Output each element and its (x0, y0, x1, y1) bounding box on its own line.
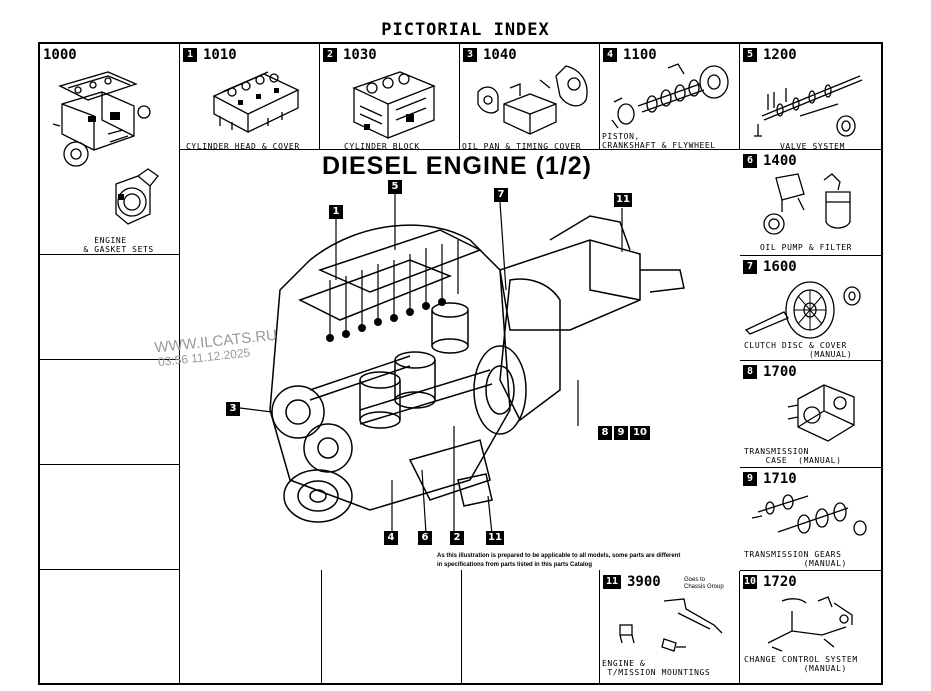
valve-system-illustration (754, 75, 863, 137)
callout-4[interactable]: 4 (384, 531, 398, 545)
section-caption: ENGINE & T/MISSION MOUNTINGS (602, 659, 711, 677)
callout-10[interactable]: 10 (630, 426, 650, 440)
section-caption: CHANGE CONTROL SYSTEM (MANUAL) (744, 655, 858, 673)
section-caption: CYLINDER HEAD & COVER (186, 142, 300, 151)
note-line-2: in specifications from parts listed in t… (437, 562, 593, 568)
section-badge: 2 (323, 48, 337, 62)
section-caption: TRANSMISSION CASE (MANUAL) (744, 447, 842, 465)
callout-2[interactable]: 2 (450, 531, 464, 545)
section-code: 1000 (43, 47, 77, 63)
section-badge: 8 (743, 365, 757, 379)
crankshaft-illustration (611, 63, 729, 129)
section-badge: 11 (603, 575, 621, 589)
oil-pump-illustration (763, 173, 851, 235)
section-badge: 3 (463, 48, 477, 62)
section-caption: PISTON, CRANKSHAFT & FLYWHEEL (602, 132, 716, 150)
empty-cell-left-5 (38, 570, 180, 685)
section-badge: 9 (743, 472, 757, 486)
callout-1[interactable]: 1 (329, 205, 343, 219)
callout-3[interactable]: 3 (226, 402, 240, 416)
empty-cell-bottom-3 (462, 570, 600, 685)
chassis-note: Goes to Chassis Group (684, 577, 724, 590)
applicability-note: As this illustration is prepared to be a… (437, 552, 680, 570)
cylinder-head-illustration (212, 71, 300, 134)
section-caption: CLUTCH DISC & COVER (MANUAL) (744, 341, 853, 359)
empty-cell-bottom-1 (180, 570, 322, 685)
cylinder-block-illustration (352, 71, 436, 140)
callout-11[interactable]: 11 (614, 193, 632, 207)
note-line-1: As this illustration is prepared to be a… (437, 553, 681, 559)
empty-cell-bottom-2 (322, 570, 462, 685)
section-caption: OIL PAN & TIMING COVER (462, 142, 582, 151)
callout-11b[interactable]: 11 (486, 531, 504, 545)
section-badge: 7 (743, 260, 757, 274)
section-caption: ENGINE & GASKET SETS (83, 236, 154, 254)
change-control-illustration (767, 596, 853, 652)
section-badge: 10 (743, 575, 757, 589)
empty-cell-left-2 (38, 255, 180, 360)
main-heading: DIESEL ENGINE (1/2) (322, 152, 592, 180)
page-title: PICTORIAL INDEX (381, 20, 550, 40)
section-caption: VALVE SYSTEM (780, 142, 845, 151)
section-1000[interactable]: 1000 ENGINE & GASKET SETS (38, 42, 180, 255)
section-caption: TRANSMISSION GEARS (MANUAL) (744, 550, 847, 568)
transmission-case-illustration (787, 384, 855, 442)
oil-pan-illustration (477, 65, 588, 135)
callout-7[interactable]: 7 (494, 188, 508, 202)
callout-9[interactable]: 9 (614, 426, 628, 440)
section-caption: OIL PUMP & FILTER (760, 243, 853, 252)
section-badge: 6 (743, 154, 757, 168)
empty-cell-left-3 (38, 360, 180, 465)
section-badge: 1 (183, 48, 197, 62)
diesel-engine-illustration (239, 194, 685, 535)
empty-cell-left-4 (38, 465, 180, 570)
clutch-disc-illustration (744, 281, 861, 339)
transmission-gears-illustration (751, 494, 867, 536)
engine-gasket-illustration (52, 71, 159, 225)
engine-mounting-illustration (619, 598, 723, 652)
section-caption: CYLINDER BLOCK (344, 142, 420, 151)
callout-5[interactable]: 5 (388, 180, 402, 194)
section-badge: 4 (603, 48, 617, 62)
callout-8[interactable]: 8 (598, 426, 612, 440)
callout-6[interactable]: 6 (418, 531, 432, 545)
section-badge: 5 (743, 48, 757, 62)
